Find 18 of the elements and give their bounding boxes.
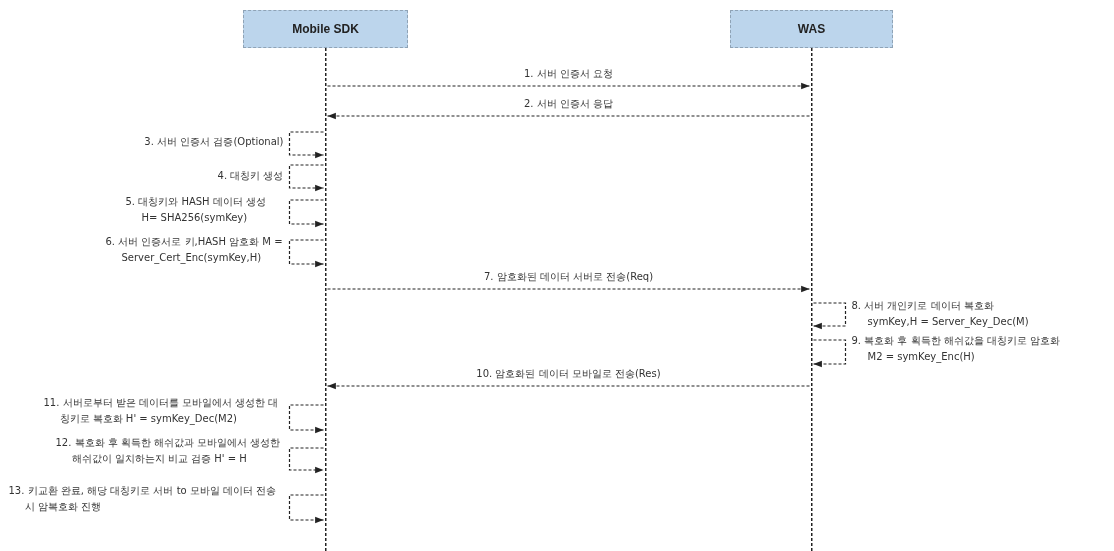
message-arrow — [326, 285, 811, 293]
message-arrow — [812, 302, 847, 330]
message-label: 6. 서버 인증서로 키,HASH 암호화 M = Server_Cert_Enc(symKey,H) — [105, 234, 284, 266]
message-arrow — [288, 404, 325, 434]
message-arrow — [812, 339, 847, 368]
message-arrow — [326, 112, 811, 120]
participant-box: Mobile SDK — [243, 10, 408, 48]
message-arrow — [326, 382, 811, 390]
message-arrow — [288, 239, 325, 268]
message-arrow — [326, 82, 811, 90]
message-arrow — [288, 164, 325, 192]
message-arrow — [288, 447, 325, 474]
message-label: 3. 서버 인증서 검증(Optional) — [144, 134, 284, 150]
message-label: 4. 대칭키 생성 — [217, 168, 284, 184]
message-arrow — [288, 199, 325, 228]
participant-box: WAS — [730, 10, 893, 48]
message-arrow — [288, 131, 325, 159]
message-arrow — [288, 494, 325, 524]
